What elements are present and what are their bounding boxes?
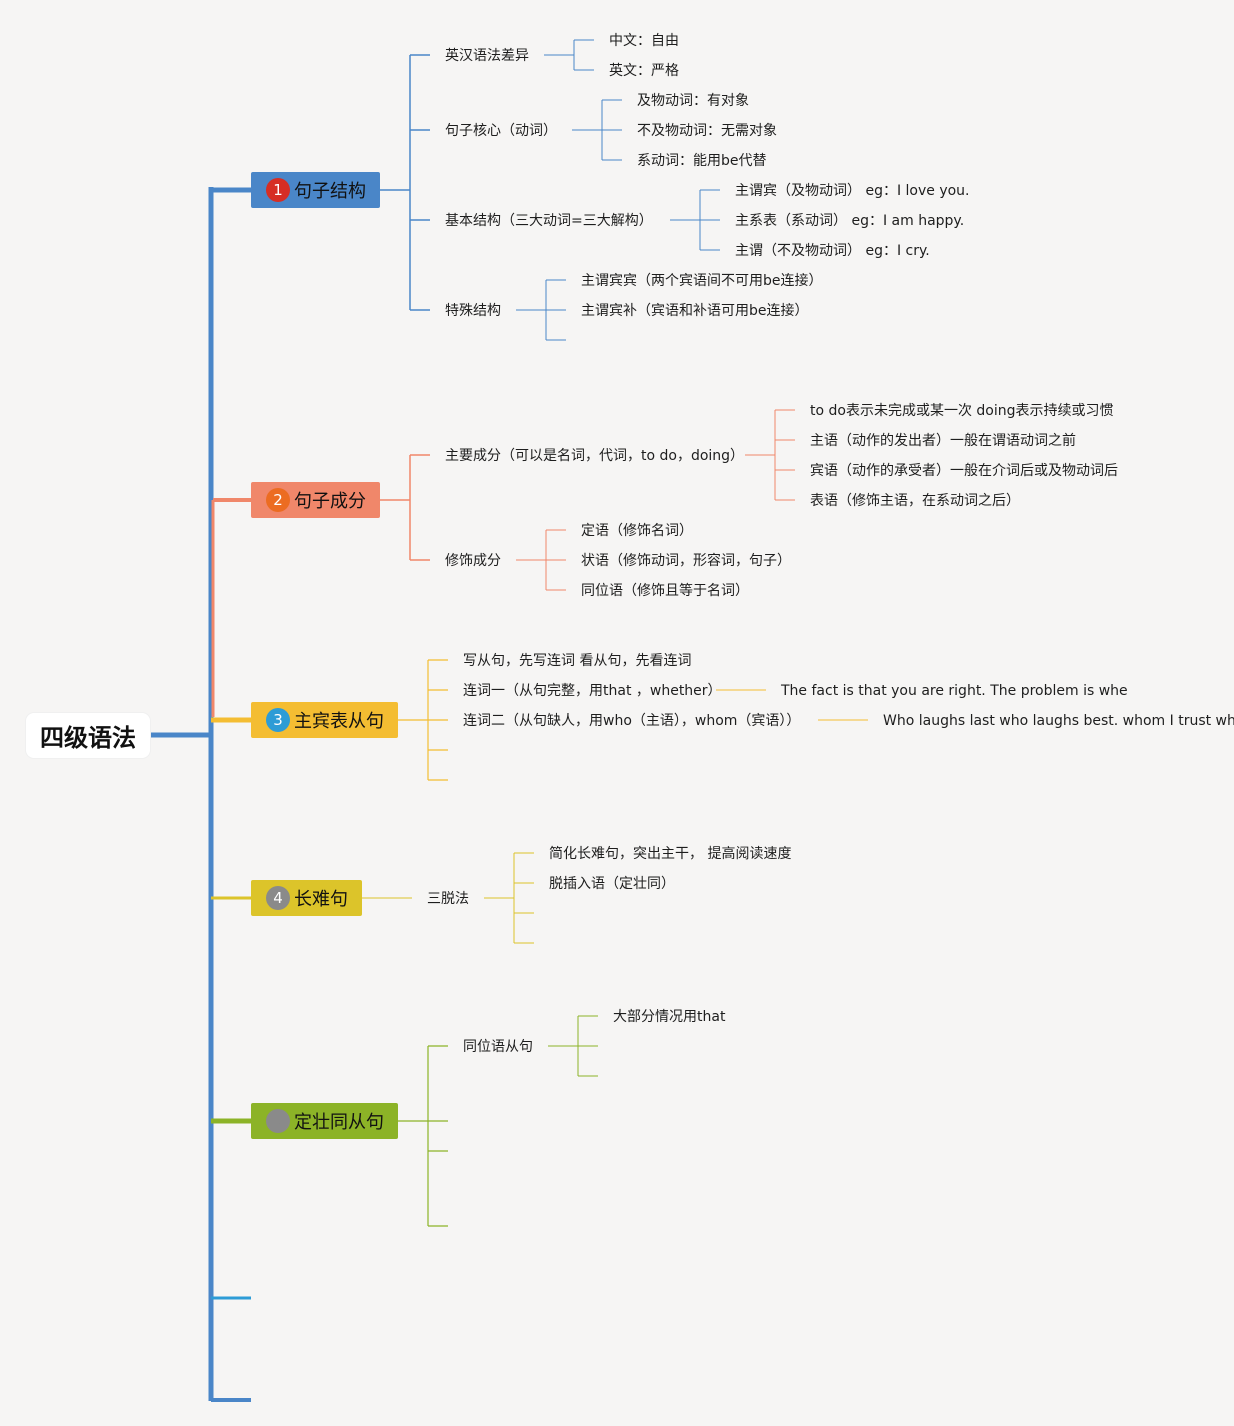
node-svc[interactable]: 主系表（系动词） eg：I am happy. (735, 213, 965, 229)
node-basic-structure[interactable]: 基本结构（三大动词=三大解构） (445, 213, 653, 229)
node-predicative[interactable]: 表语（修饰主语，在系动词之后） (810, 493, 1020, 509)
root-node[interactable]: 四级语法 (26, 713, 150, 758)
node-conjunction-1-example[interactable]: The fact is that you are right. The prob… (781, 683, 1128, 699)
topic-label: 定壮同从句 (294, 1112, 384, 1133)
node-subject[interactable]: 主语（动作的发出者）一般在谓语动词之前 (810, 433, 1076, 449)
node-conjunction-2-example[interactable]: Who laughs last who laughs best. whom I … (883, 713, 1234, 729)
node-simplify[interactable]: 简化长难句，突出主干， 提高阅读速度 (549, 846, 792, 862)
node-svo[interactable]: 主谓宾（及物动词） eg：I love you. (735, 183, 970, 199)
node-adverbial[interactable]: 状语（修饰动词，形容词，句子） (581, 553, 791, 569)
node-english-chinese-diff[interactable]: 英汉语法差异 (445, 48, 529, 64)
number-badge-2: 2 (266, 488, 290, 512)
node-modifiers[interactable]: 修饰成分 (445, 553, 501, 569)
topic-2[interactable]: 2 句子成分 (251, 482, 380, 518)
node-write-clause[interactable]: 写从句，先写连词 看从句，先看连词 (463, 653, 692, 669)
topic-label: 长难句 (294, 889, 348, 910)
node-main-components[interactable]: 主要成分（可以是名词，代词，to do，doing） (445, 448, 745, 464)
topic-4[interactable]: 4 长难句 (251, 880, 362, 916)
topic-label: 句子成分 (294, 491, 366, 512)
node-appositive[interactable]: 同位语（修饰且等于名词） (581, 583, 749, 599)
node-appositive-clause[interactable]: 同位语从句 (463, 1039, 533, 1055)
node-todo-doing[interactable]: to do表示未完成或某一次 doing表示持续或习惯 (810, 403, 1114, 419)
node-attributive[interactable]: 定语（修饰名词） (581, 523, 693, 539)
node-mostly-that[interactable]: 大部分情况用that (613, 1009, 726, 1025)
node-sv[interactable]: 主谓（不及物动词） eg：I cry. (735, 243, 930, 259)
topic-label: 主宾表从句 (294, 711, 384, 732)
node-conjunction-2[interactable]: 连词二（从句缺人，用who（主语），whom（宾语）） (463, 713, 801, 729)
node-linking-verb[interactable]: 系动词：能用be代替 (637, 153, 767, 169)
node-chinese-free[interactable]: 中文：自由 (609, 33, 679, 49)
number-badge-1: 1 (266, 178, 290, 202)
node-transitive[interactable]: 及物动词：有对象 (637, 93, 749, 109)
topic-1[interactable]: 1 句子结构 (251, 172, 380, 208)
number-badge-4: 4 (266, 886, 290, 910)
node-english-strict[interactable]: 英文：严格 (609, 63, 679, 79)
node-svoc[interactable]: 主谓宾补（宾语和补语可用be连接） (581, 303, 809, 319)
node-intransitive[interactable]: 不及物动词：无需对象 (637, 123, 777, 139)
node-svoo[interactable]: 主谓宾宾（两个宾语间不可用be连接） (581, 273, 823, 289)
node-three-removal[interactable]: 三脱法 (427, 891, 469, 907)
number-badge-3: 3 (266, 708, 290, 732)
topic-5[interactable]: 5 定壮同从句 (251, 1103, 398, 1139)
number-badge-5: 5 (266, 1109, 290, 1133)
node-special-structure[interactable]: 特殊结构 (445, 303, 501, 319)
node-conjunction-1[interactable]: 连词一（从句完整，用that ，whether） (463, 683, 722, 699)
node-remove-insertions[interactable]: 脱插入语（定壮同） (549, 876, 675, 892)
topic-label: 句子结构 (294, 181, 366, 202)
topic-3[interactable]: 3 主宾表从句 (251, 702, 398, 738)
node-sentence-core[interactable]: 句子核心（动词） (445, 123, 557, 139)
node-object[interactable]: 宾语（动作的承受者）一般在介词后或及物动词后 (810, 463, 1118, 479)
